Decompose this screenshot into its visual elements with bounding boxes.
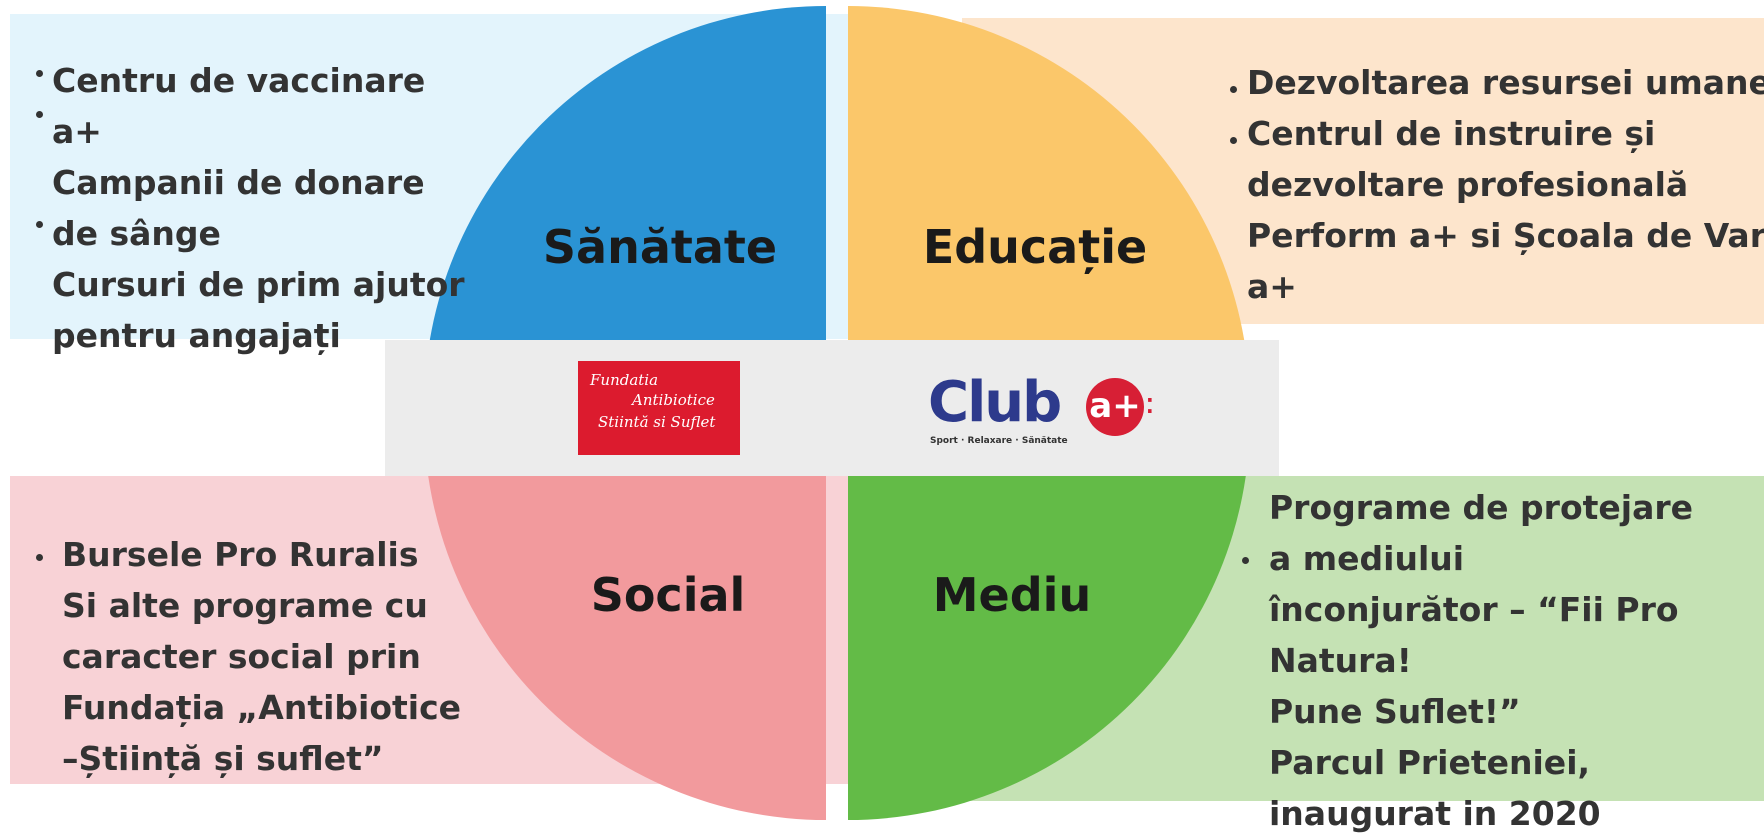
bullet-icon bbox=[36, 70, 43, 77]
mediu-list: Programe de protejare a mediului înconju… bbox=[1269, 482, 1693, 839]
list-item: Fundația „Antibiotice bbox=[62, 688, 462, 727]
quadrant-sanatate bbox=[424, 6, 826, 408]
list-item: –Știință și suflet” bbox=[62, 739, 384, 778]
bullet-icon bbox=[36, 554, 43, 561]
list-item: înconjurător – “Fii Pro bbox=[1269, 590, 1679, 629]
list-item: Parcul Prieteniei, bbox=[1269, 743, 1591, 782]
mediu-title: Mediu bbox=[932, 568, 1092, 622]
list-item: de sânge bbox=[52, 214, 221, 253]
quadrant-educatie bbox=[848, 6, 1250, 408]
list-item: a+ bbox=[52, 112, 102, 151]
list-item: Dezvoltarea resursei umane bbox=[1247, 63, 1764, 102]
list-item: inaugurat in 2020 bbox=[1269, 794, 1601, 833]
list-item: pentru angajați bbox=[52, 316, 341, 355]
social-list: Bursele Pro Ruralis Si alte programe cu … bbox=[62, 529, 461, 784]
list-item: Bursele Pro Ruralis bbox=[62, 535, 419, 574]
club-logo-word: Club bbox=[928, 370, 1062, 435]
social-title: Social bbox=[590, 568, 746, 622]
dots-icon: ⁚ bbox=[1146, 394, 1154, 418]
quadrant-mediu bbox=[848, 418, 1250, 820]
list-item: Natura! bbox=[1269, 641, 1412, 680]
list-item: dezvoltare profesională bbox=[1247, 165, 1689, 204]
club-a-plus-logo: Club a+ ⁚ Sport · Relaxare · Sănătate bbox=[928, 370, 1188, 460]
fundatia-logo-line: Fundatia bbox=[590, 371, 659, 389]
bullet-icon bbox=[1242, 557, 1249, 564]
educatie-list: Dezvoltarea resursei umane Centrul de in… bbox=[1247, 57, 1764, 312]
list-item: Centrul de instruire și bbox=[1247, 114, 1656, 153]
bullet-icon bbox=[1230, 137, 1237, 144]
list-item: Perform a+ si Școala de Vară bbox=[1247, 216, 1764, 255]
list-item: a mediului bbox=[1269, 539, 1465, 578]
list-item: Cursuri de prim ajutor bbox=[52, 265, 465, 304]
sanatate-list: Centru de vaccinare a+ Campanii de donar… bbox=[52, 55, 465, 361]
bullet-icon bbox=[36, 221, 43, 228]
list-item: caracter social prin bbox=[62, 637, 421, 676]
list-item: Campanii de donare bbox=[52, 163, 425, 202]
list-item: Si alte programe cu bbox=[62, 586, 428, 625]
club-logo-tagline: Sport · Relaxare · Sănătate bbox=[930, 436, 1068, 446]
list-item: Centru de vaccinare bbox=[52, 61, 426, 100]
fundatia-logo-line: Antibiotice bbox=[632, 391, 715, 409]
list-item: Programe de protejare bbox=[1269, 488, 1694, 527]
a-plus-circle-icon: a+ bbox=[1086, 378, 1144, 436]
sanatate-title: Sănătate bbox=[542, 220, 778, 274]
list-item: Pune Suflet!” bbox=[1269, 692, 1521, 731]
fundatia-logo-line: Stiintă si Suflet bbox=[598, 413, 716, 431]
bullet-icon bbox=[36, 111, 43, 118]
fundatia-logo: Fundatia Antibiotice Stiintă si Suflet bbox=[578, 361, 740, 455]
quadrant-social bbox=[424, 418, 826, 820]
educatie-title: Educație bbox=[922, 220, 1148, 274]
list-item: a+ bbox=[1247, 267, 1297, 306]
bullet-icon bbox=[1230, 86, 1237, 93]
